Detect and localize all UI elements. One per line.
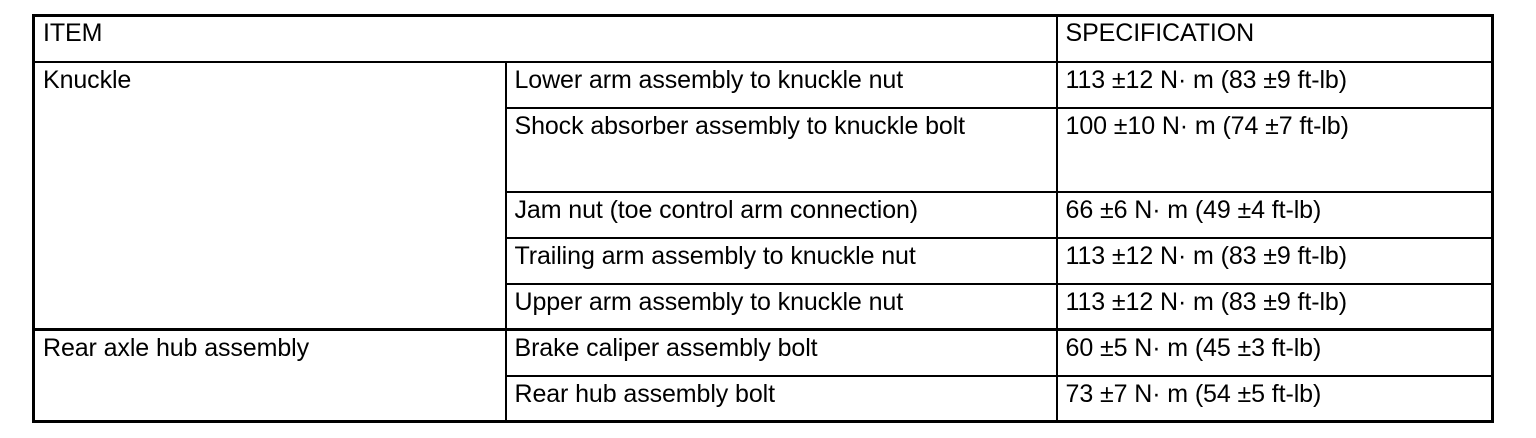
row-description: Rear hub assembly bolt [504, 374, 1058, 423]
group-label-rear-axle-hub-assembly: Rear axle hub assembly [32, 328, 507, 423]
row-description: Brake caliper assembly bolt [504, 328, 1058, 377]
torque-specification-table: ITEM SPECIFICATION Knuckle Lower arm ass… [32, 14, 1495, 423]
row-specification: 73 ±7 N· m (54 ±5 ft-lb) [1055, 374, 1494, 423]
row-specification: 113 ±12 N· m (83 ±9 ft-lb) [1055, 60, 1494, 109]
table-row: Trailing arm assembly to knuckle nut 113… [34, 236, 1494, 285]
row-specification: 66 ±6 N· m (49 ±4 ft-lb) [1055, 190, 1494, 239]
row-description: Shock absorber assembly to knuckle bolt [504, 106, 1058, 193]
table-row: Rear axle hub assembly Brake caliper ass… [32, 328, 1494, 423]
row-specification: 100 ±10 N· m (74 ±7 ft-lb) [1055, 106, 1494, 193]
row-specification: 113 ±12 N· m (83 ±9 ft-lb) [1055, 282, 1494, 331]
row-description: Trailing arm assembly to knuckle nut [504, 236, 1058, 285]
table-row: Jam nut (toe control arm connection) 66 … [34, 190, 1494, 239]
row-specification: 60 ±5 N· m (45 ±3 ft-lb) [1055, 328, 1494, 377]
table-row: Rear hub assembly bolt 73 ±7 N· m (54 ±5… [34, 374, 1494, 423]
column-header-specification: SPECIFICATION [1055, 14, 1494, 63]
group-label-knuckle: Knuckle [32, 60, 507, 331]
table-header: ITEM SPECIFICATION [32, 14, 1494, 63]
table-row: Knuckle Lower arm assembly to knuckle nu… [32, 60, 1494, 331]
column-header-item: ITEM [32, 14, 1058, 63]
table-header-row: ITEM SPECIFICATION [32, 14, 1494, 63]
table-row: Upper arm assembly to knuckle nut 113 ±1… [34, 282, 1494, 331]
row-description: Upper arm assembly to knuckle nut [504, 282, 1058, 331]
row-description: Lower arm assembly to knuckle nut [504, 60, 1058, 109]
row-specification: 113 ±12 N· m (83 ±9 ft-lb) [1055, 236, 1494, 285]
row-description: Jam nut (toe control arm connection) [504, 190, 1058, 239]
table-row: Shock absorber assembly to knuckle bolt … [34, 106, 1494, 193]
table-body: Knuckle Lower arm assembly to knuckle nu… [32, 60, 1494, 423]
